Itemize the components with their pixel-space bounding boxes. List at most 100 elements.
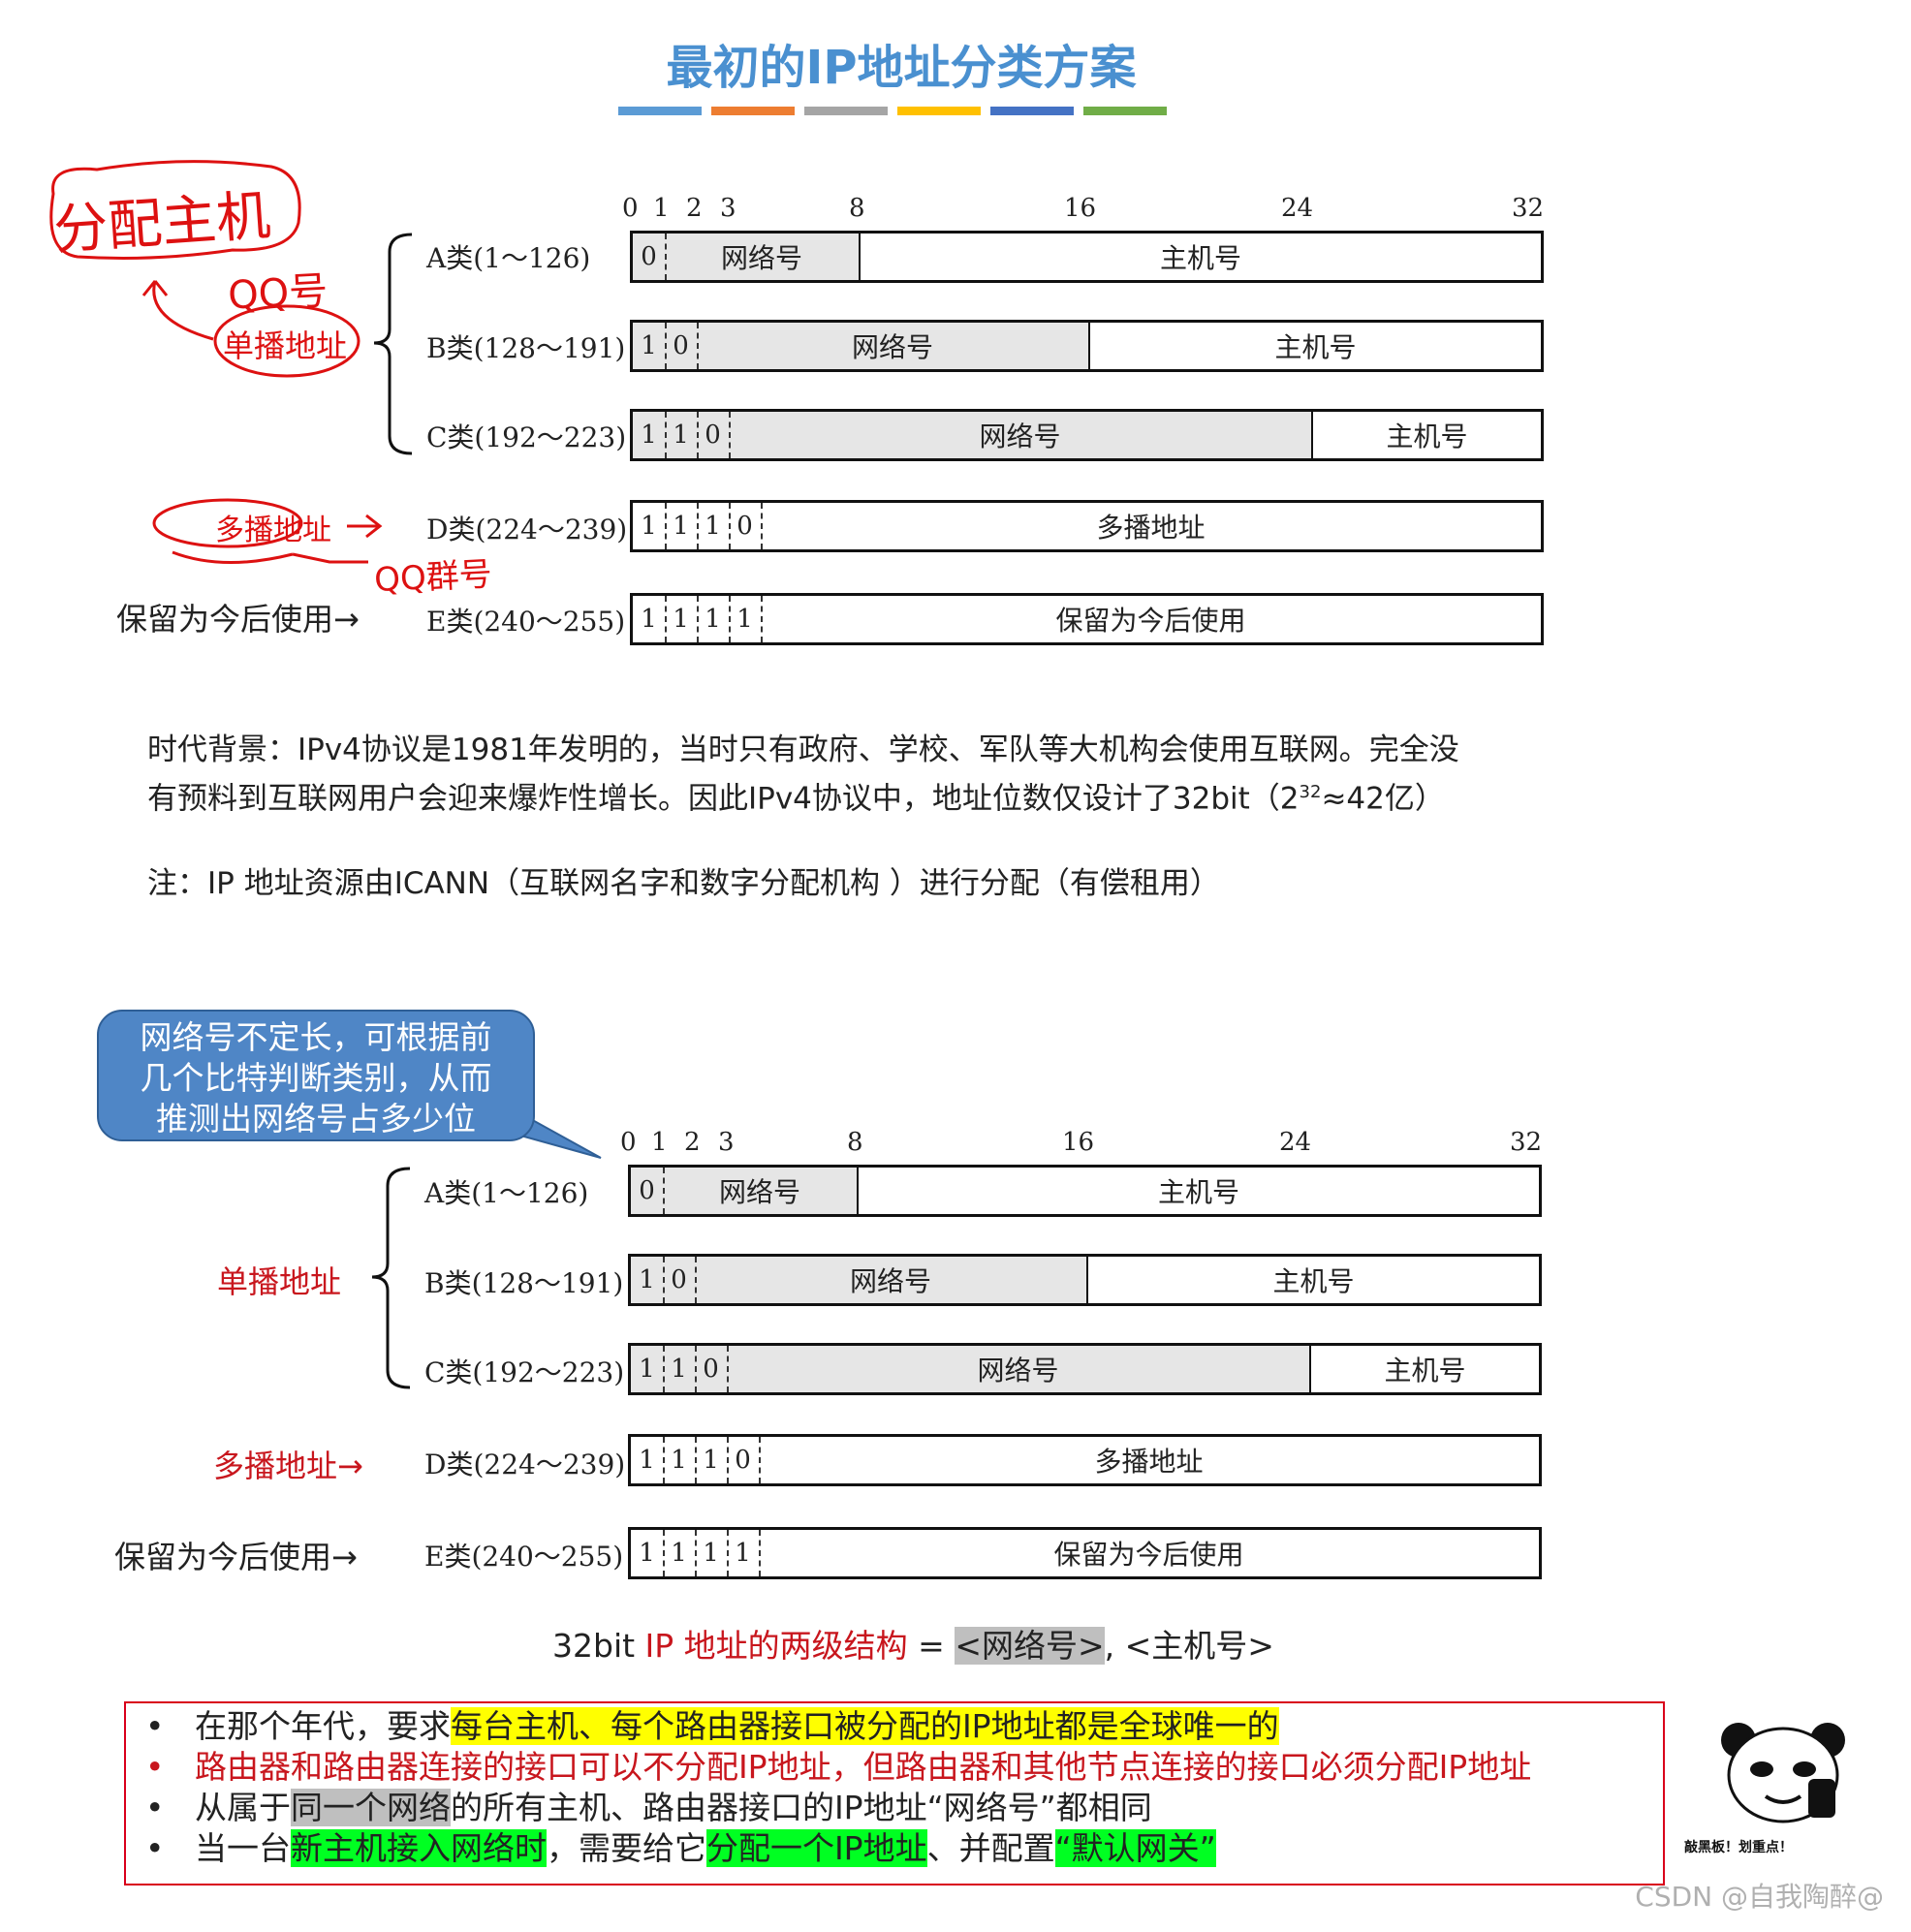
bit: 1 — [671, 1355, 687, 1384]
bit: 1 — [705, 512, 721, 541]
reserved-side-label: 保留为今后使用→ — [116, 601, 360, 638]
bit: 0 — [641, 242, 657, 271]
class-a-row: 0 网络号 主机号 — [628, 1165, 1542, 1217]
tick: 32 — [1512, 194, 1545, 223]
class-c-row: 1 1 0 网络号 主机号 — [630, 409, 1544, 461]
tick: 2 — [686, 194, 703, 223]
tick: 1 — [651, 1128, 668, 1157]
net-label: 网络号 — [720, 242, 802, 274]
class-e-row: 1 1 1 1 保留为今后使用 — [630, 593, 1544, 645]
bit: 1 — [639, 1446, 655, 1475]
net-label: 网络号 — [979, 421, 1061, 452]
class-d-row: 1 1 1 0 多播地址 — [628, 1434, 1542, 1486]
class-b-row: 1 0 网络号 主机号 — [628, 1254, 1542, 1306]
net-label: 网络号 — [718, 1176, 800, 1208]
callout-line: 几个比特判断类别，从而 — [140, 1059, 492, 1097]
handwritten-assign-host: 分配主机 — [51, 184, 273, 263]
class-d-label: D类(224～239) — [426, 514, 628, 545]
bit: 1 — [641, 421, 657, 450]
tick: 8 — [849, 194, 865, 223]
callout-line: 推测出网络号占多少位 — [156, 1100, 476, 1137]
bit: 1 — [639, 1265, 655, 1294]
meme-caption: 敲黑板！划重点！ — [1684, 1840, 1793, 1855]
title-color-bar — [711, 107, 795, 115]
bit: 0 — [639, 1176, 655, 1205]
bit: 1 — [639, 1539, 655, 1568]
network-number-tag: <网络号> — [955, 1627, 1105, 1665]
net-label: 网络号 — [851, 331, 933, 363]
class-b-row: 1 0 网络号 主机号 — [630, 320, 1544, 372]
bit: 1 — [641, 605, 657, 634]
tick: 0 — [622, 194, 639, 223]
callout-bubble: 网络号不定长，可根据前 几个比特判断类别，从而 推测出网络号占多少位 — [97, 1010, 535, 1141]
tick: 16 — [1062, 1128, 1095, 1157]
multicast-side-label: 多播地址→ — [213, 1448, 363, 1484]
icann-note: 注：IP 地址资源由ICANN（互联网名字和数字分配机构 ）进行分配（有偿租用） — [147, 866, 1220, 901]
title-color-bar — [897, 107, 981, 115]
class-b-label: B类(128～191) — [426, 332, 626, 364]
bit: 1 — [639, 1355, 655, 1384]
bit: 1 — [673, 512, 689, 541]
bit: 1 — [641, 512, 657, 541]
bit: 1 — [673, 605, 689, 634]
unicast-brace — [371, 1167, 411, 1389]
title-color-bar — [990, 107, 1074, 115]
net-label: 网络号 — [977, 1355, 1059, 1387]
background-line-2: 有预料到互联网用户会迎来爆炸性增长。因此IPv4协议中，地址位数仅设计了32bi… — [147, 781, 1445, 817]
bit: 0 — [673, 331, 689, 360]
class-a-row: 0 网络号 主机号 — [630, 231, 1544, 283]
tick: 24 — [1279, 1128, 1312, 1157]
class-d-label: D类(224～239) — [424, 1449, 626, 1480]
background-line-1: 时代背景：IPv4协议是1981年发明的，当时只有政府、学校、军队等大机构会使用… — [147, 732, 1459, 767]
multicast-label: 多播地址 — [1094, 1446, 1204, 1478]
bit: 1 — [736, 605, 753, 634]
arrow-icon — [347, 514, 383, 539]
tick: 24 — [1281, 194, 1314, 223]
bullet-2: • 路由器和路由器连接的接口可以不分配IP地址，但路由器和其他节点连接的接口必须… — [145, 1748, 1532, 1786]
bit: 1 — [671, 1539, 687, 1568]
bullet-3: • 从属于同一个网络的所有主机、路由器接口的IP地址“网络号”都相同 — [145, 1789, 1152, 1826]
page-title: 最初的IP地址分类方案 — [666, 41, 1137, 95]
two-level-structure: 32bit IP 地址的两级结构 = <网络号>, <主机号> — [552, 1627, 1274, 1665]
handwritten-unicast: 单播地址 — [223, 327, 348, 364]
handwriting-annotations — [49, 160, 368, 564]
bit: 0 — [703, 1355, 719, 1384]
multicast-label: 多播地址 — [1096, 512, 1206, 544]
reserved-side-label: 保留为今后使用→ — [114, 1539, 358, 1575]
unicast-side-label: 单播地址 — [217, 1263, 342, 1300]
reserved-label: 保留为今后使用 — [1053, 1539, 1244, 1571]
tick: 3 — [720, 194, 736, 223]
tick: 3 — [718, 1128, 735, 1157]
bullet-1: • 在那个年代，要求每台主机、每个路由器接口被分配的IP地址都是全球唯一的 — [145, 1707, 1279, 1745]
reserved-label: 保留为今后使用 — [1055, 605, 1246, 637]
class-b-label: B类(128～191) — [424, 1267, 624, 1299]
bit: 1 — [735, 1539, 751, 1568]
bullet-4: • 当一台新主机接入网络时，需要给它分配一个IP地址、并配置“默认网关” — [145, 1829, 1216, 1867]
handwritten-multicast: 多播地址 — [215, 514, 331, 547]
bit: 1 — [705, 605, 721, 634]
class-a-label: A类(1～126) — [426, 242, 591, 274]
handwritten-qq-group: QQ群号 — [373, 554, 493, 601]
bit: 1 — [703, 1446, 719, 1475]
class-e-label: E类(240～255) — [426, 606, 626, 638]
host-label: 主机号 — [1386, 421, 1468, 452]
bit: 1 — [641, 331, 657, 360]
bit: 0 — [735, 1446, 751, 1475]
tick: 32 — [1510, 1128, 1543, 1157]
host-label: 主机号 — [1274, 331, 1357, 363]
title-color-bar — [804, 107, 888, 115]
bit: 1 — [671, 1446, 687, 1475]
tick: 0 — [620, 1128, 637, 1157]
bit: 0 — [705, 421, 721, 450]
panda-meme-icon — [1721, 1723, 1845, 1823]
handwritten-qq-number: QQ号 — [227, 268, 329, 319]
tick: 1 — [653, 194, 670, 223]
bit: 0 — [736, 512, 753, 541]
class-e-label: E类(240～255) — [424, 1541, 624, 1573]
title-color-bar — [618, 107, 702, 115]
host-label: 主机号 — [1159, 242, 1241, 274]
class-d-row: 1 1 1 0 多播地址 — [630, 500, 1544, 552]
unicast-brace — [373, 233, 413, 455]
host-label: 主机号 — [1384, 1355, 1466, 1387]
net-label: 网络号 — [849, 1265, 931, 1297]
